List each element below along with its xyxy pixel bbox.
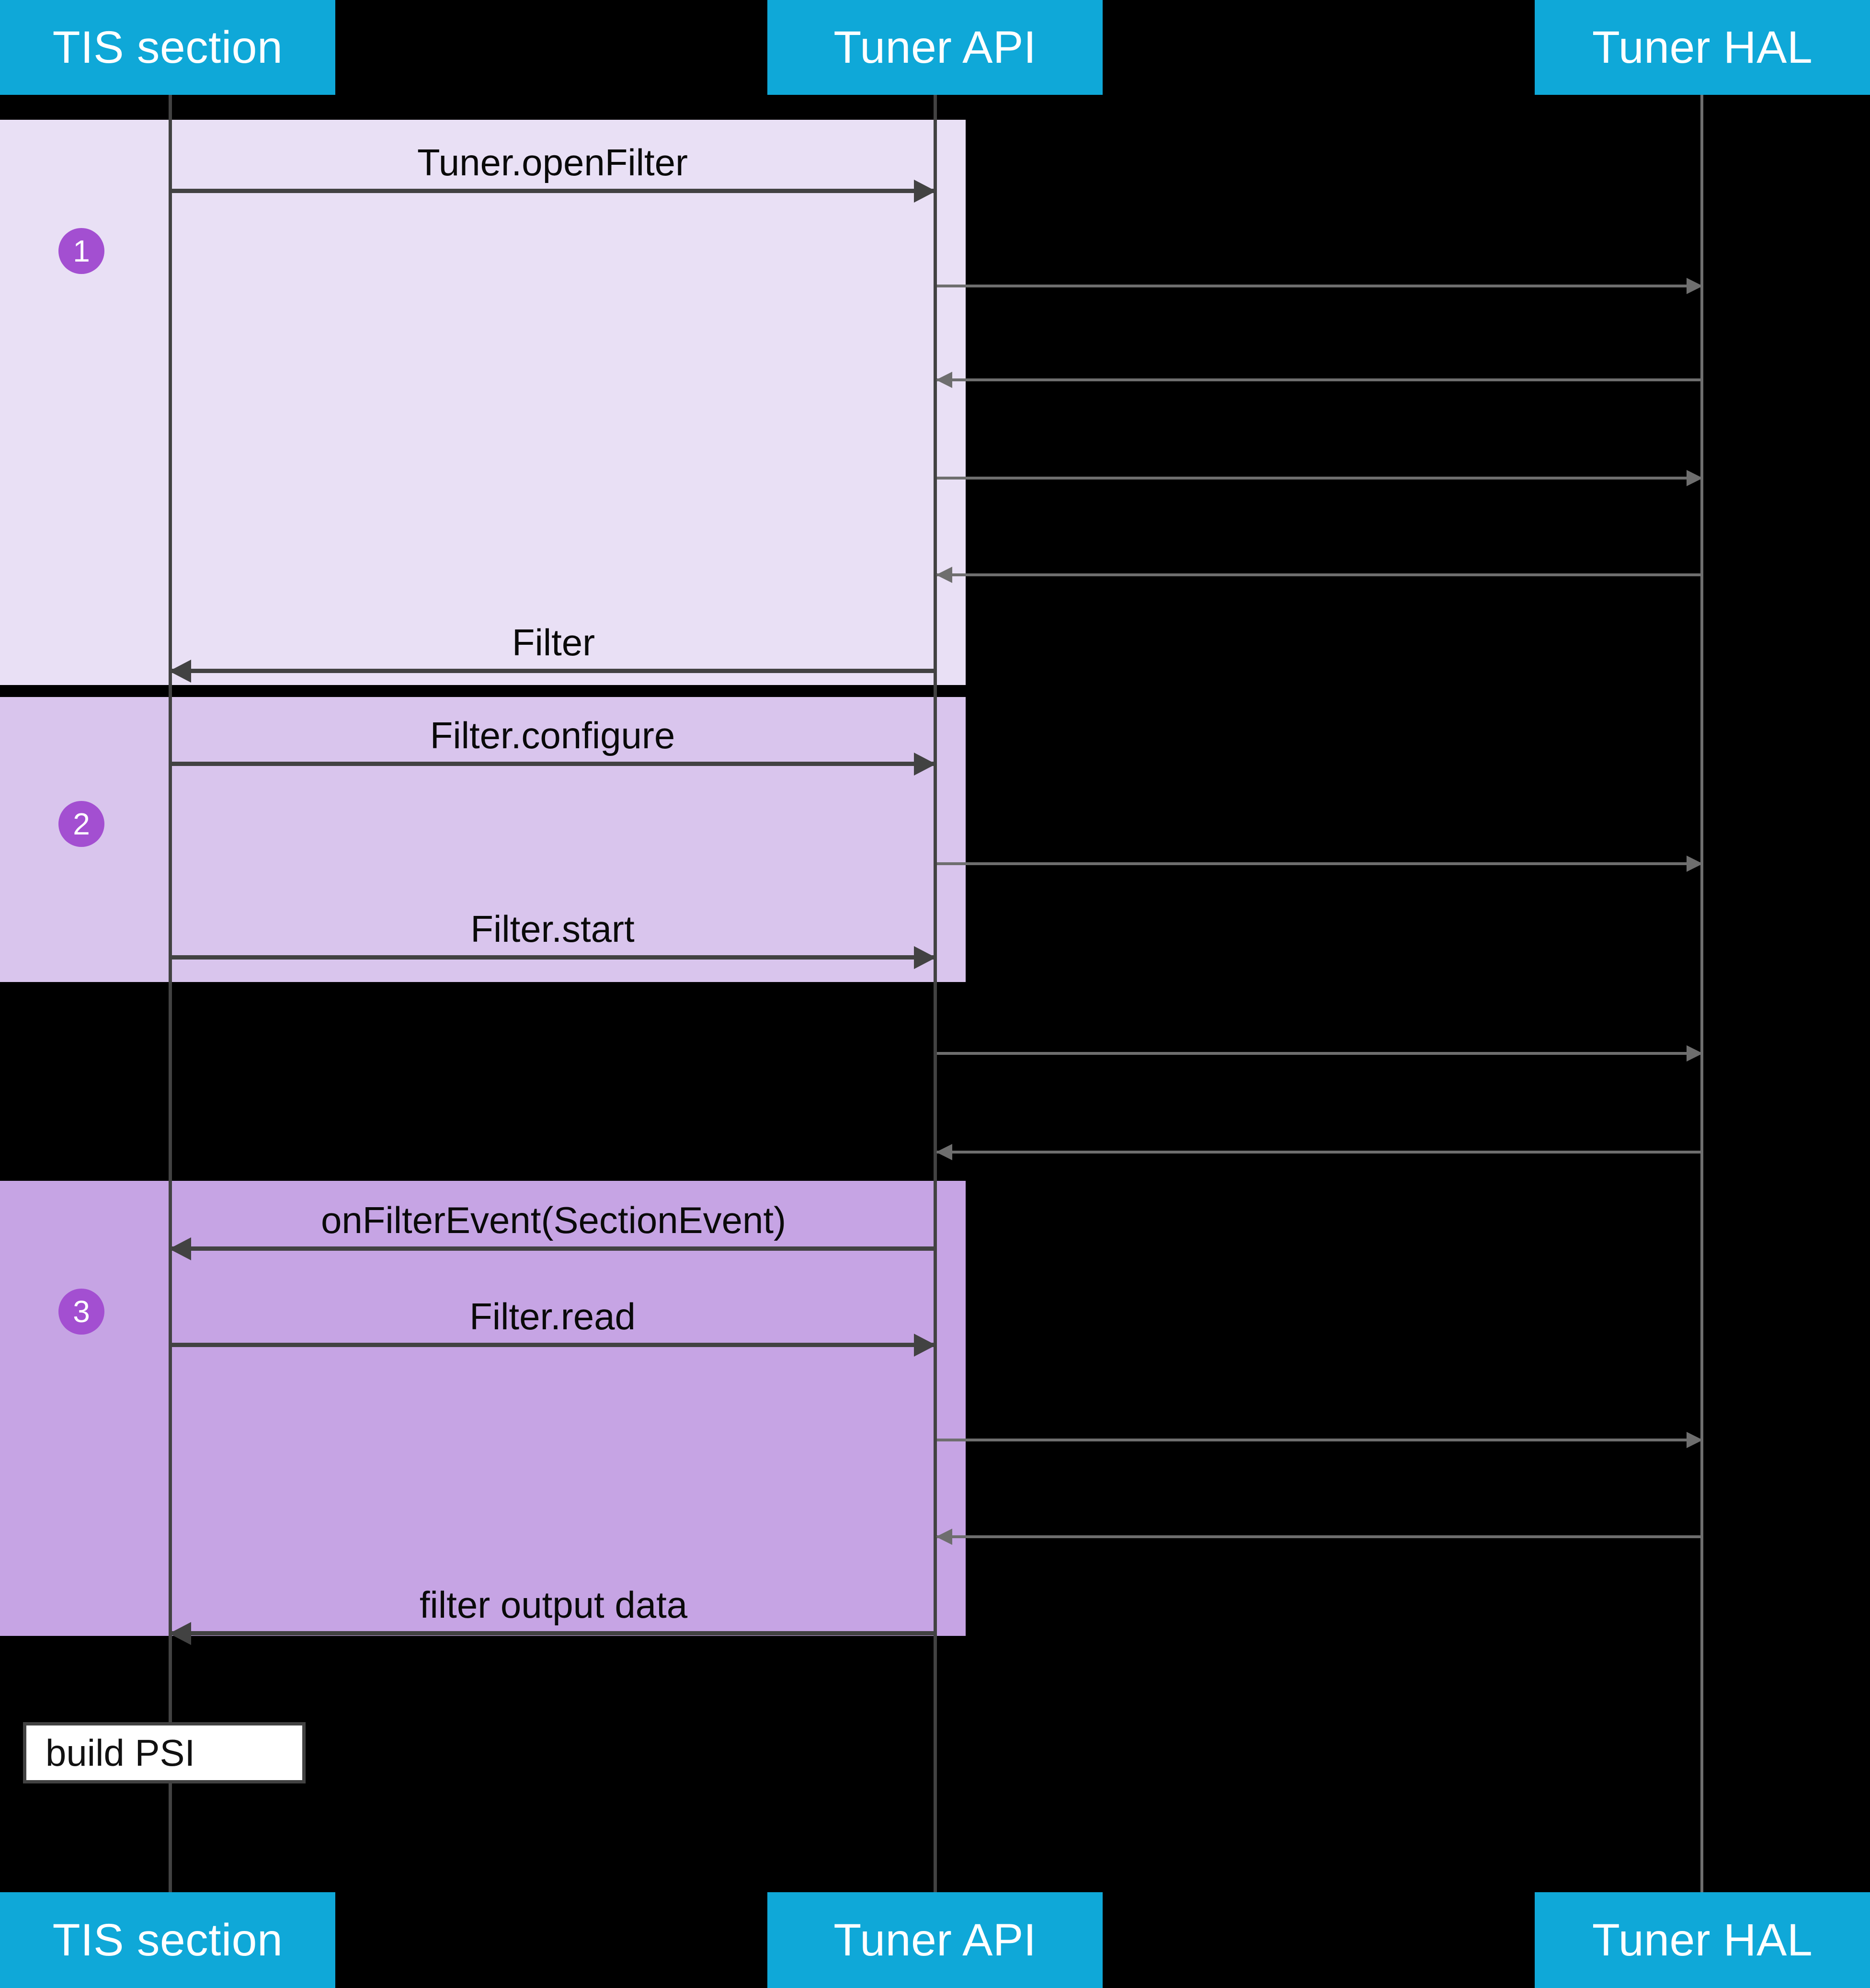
step-badge-3: 3 bbox=[58, 1289, 104, 1335]
note-build-psi: build PSI bbox=[23, 1722, 306, 1783]
arrowhead-right-icon bbox=[1687, 470, 1703, 486]
message-shaft bbox=[937, 573, 1702, 576]
message-shaft bbox=[937, 1151, 1702, 1154]
arrowhead-left-icon bbox=[169, 660, 191, 683]
message-shaft bbox=[937, 862, 1702, 865]
actor-header-tuner-hal: Tuner HAL bbox=[1535, 0, 1870, 95]
activation-bar-tuner-api-step2 bbox=[937, 697, 966, 982]
activation-bar-tuner-api bbox=[934, 120, 937, 1636]
message-shaft bbox=[170, 189, 935, 193]
arrowhead-left-icon bbox=[936, 1144, 952, 1160]
message-shaft bbox=[937, 1052, 1702, 1055]
message-label: filter output data bbox=[419, 1584, 688, 1626]
arrowhead-right-icon bbox=[1687, 278, 1703, 294]
actor-footer-label-tis: TIS section bbox=[52, 1914, 283, 1965]
arrowhead-right-icon bbox=[914, 753, 936, 776]
message-label: Tuner.openFilter bbox=[417, 141, 688, 183]
arrowhead-right-icon bbox=[914, 1334, 936, 1357]
activation-bar-tuner-api-step3 bbox=[937, 1181, 966, 1636]
lifeline-tis-section bbox=[169, 95, 172, 1892]
message-shaft bbox=[937, 378, 1702, 381]
arrowhead-right-icon bbox=[914, 180, 936, 203]
message-shaft bbox=[170, 1631, 937, 1635]
note-label: build PSI bbox=[46, 1732, 195, 1774]
actor-footer-tuner-api: Tuner API bbox=[767, 1892, 1103, 1988]
message-label: Filter.start bbox=[470, 908, 635, 950]
lifeline-tuner-hal bbox=[1700, 95, 1703, 1892]
phase-band-step-3 bbox=[0, 1181, 955, 1636]
phase-band-step-1 bbox=[0, 120, 955, 685]
step-badge-2: 2 bbox=[58, 801, 104, 847]
message-label: Filter.configure bbox=[430, 714, 675, 756]
step-badge-1: 1 bbox=[58, 228, 104, 274]
message-shaft bbox=[170, 1343, 935, 1347]
arrowhead-left-icon bbox=[936, 567, 952, 583]
message-label: Filter bbox=[512, 621, 595, 663]
step-badge-3-number: 3 bbox=[73, 1294, 90, 1329]
actor-footer-tuner-hal: Tuner HAL bbox=[1535, 1892, 1870, 1988]
message-shaft bbox=[170, 1246, 937, 1251]
message-shaft bbox=[937, 1535, 1702, 1538]
message-label: onFilterEvent(SectionEvent) bbox=[320, 1199, 787, 1241]
message-shaft bbox=[937, 1439, 1702, 1441]
message-shaft bbox=[170, 762, 935, 766]
arrowhead-right-icon bbox=[1687, 1045, 1703, 1062]
actor-header-label-hal: Tuner HAL bbox=[1592, 22, 1813, 73]
arrowhead-left-icon bbox=[936, 1529, 952, 1545]
arrowhead-left-icon bbox=[169, 1622, 191, 1645]
actor-header-tuner-api: Tuner API bbox=[767, 0, 1103, 95]
arrowhead-right-icon bbox=[914, 946, 936, 969]
message-shaft bbox=[170, 955, 935, 960]
actor-header-label-api: Tuner API bbox=[833, 22, 1037, 73]
arrowhead-left-icon bbox=[169, 1237, 191, 1260]
actor-footer-label-api: Tuner API bbox=[833, 1914, 1037, 1965]
actor-footer-tis-section: TIS section bbox=[0, 1892, 335, 1988]
arrowhead-right-icon bbox=[1687, 1432, 1703, 1448]
step-badge-2-number: 2 bbox=[73, 807, 90, 841]
actor-header-label-tis: TIS section bbox=[52, 22, 283, 73]
message-shaft bbox=[937, 477, 1702, 480]
actor-footer-label-hal: Tuner HAL bbox=[1592, 1914, 1813, 1965]
step-badge-1-number: 1 bbox=[73, 234, 90, 268]
arrowhead-right-icon bbox=[1687, 856, 1703, 872]
arrowhead-left-icon bbox=[936, 372, 952, 388]
message-shaft bbox=[170, 669, 937, 673]
actor-header-tis-section: TIS section bbox=[0, 0, 335, 95]
phase-band-step-2 bbox=[0, 697, 955, 982]
activation-bar-tuner-api-step1 bbox=[937, 120, 966, 685]
message-label: Filter.read bbox=[469, 1295, 636, 1337]
message-shaft bbox=[937, 285, 1702, 287]
